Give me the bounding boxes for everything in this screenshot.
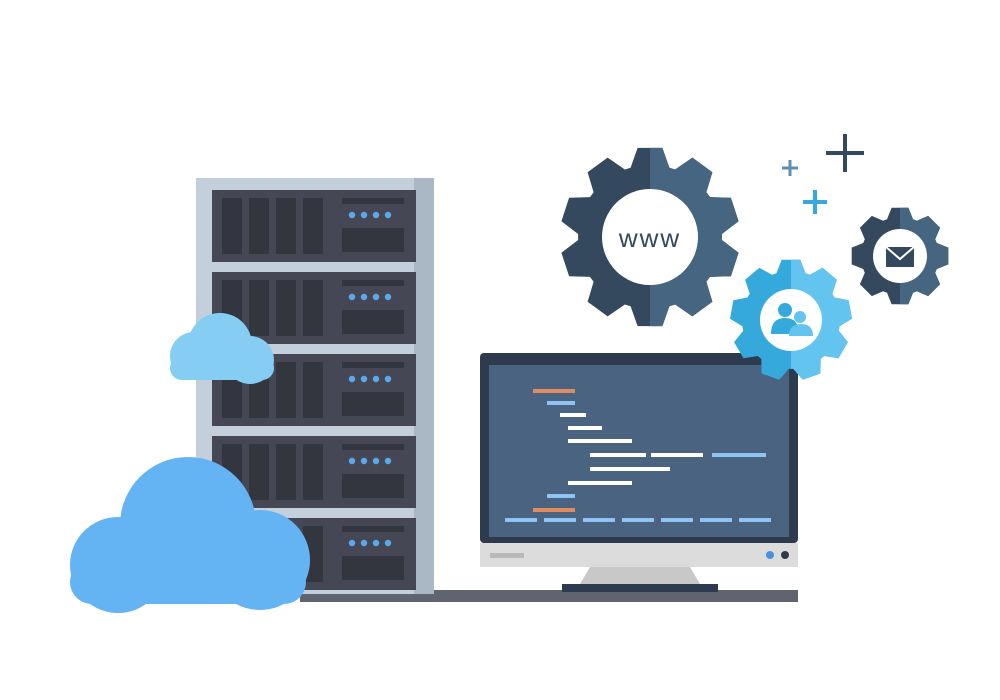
plus-icon: [803, 190, 827, 214]
plus-icon: [826, 134, 864, 172]
monitor-power-button: [781, 551, 789, 559]
server-panel-strip: [342, 198, 404, 204]
server-rack: [196, 178, 434, 594]
server-led: [360, 375, 368, 383]
server-bay: [342, 556, 404, 580]
code-line: [547, 494, 575, 498]
code-line: [583, 518, 615, 522]
server-panel-strip: [342, 444, 404, 450]
server-led: [360, 457, 368, 465]
code-line: [661, 518, 693, 522]
server-led: [372, 211, 380, 219]
server-led: [372, 539, 380, 547]
code-lines: [505, 389, 771, 522]
server-led: [372, 457, 380, 465]
server-bay: [342, 228, 404, 252]
server-drive-slot: [303, 280, 323, 336]
server-led: [384, 375, 392, 383]
server-drive-slot: [276, 198, 296, 254]
code-line: [739, 518, 771, 522]
server-led: [384, 457, 392, 465]
plus-icon: [782, 160, 798, 176]
monitor: [480, 353, 798, 592]
server-led: [360, 539, 368, 547]
code-line: [622, 518, 654, 522]
server-drive-slot: [276, 280, 296, 336]
server-led: [348, 375, 356, 383]
code-line: [560, 413, 586, 417]
server-bay: [342, 474, 404, 498]
monitor-chin: [480, 543, 798, 567]
server-panel-strip: [342, 362, 404, 368]
server-drive-slot: [303, 362, 323, 418]
server-panel-strip: [342, 526, 404, 532]
server-drive-slot: [303, 444, 323, 500]
server-led: [384, 539, 392, 547]
code-line: [533, 508, 575, 512]
code-line: [590, 453, 646, 457]
monitor-base: [562, 584, 718, 592]
server-drive-slot: [249, 280, 269, 336]
server-led: [348, 211, 356, 219]
server-drive-slot: [249, 198, 269, 254]
server-led: [348, 539, 356, 547]
server-led: [384, 293, 392, 301]
server-drive-slot: [222, 198, 242, 254]
server-led: [384, 211, 392, 219]
large-cloud: [70, 457, 310, 613]
code-line: [700, 518, 732, 522]
server-led: [348, 293, 356, 301]
code-line: [505, 518, 537, 522]
code-line: [568, 481, 632, 485]
web-gear: [561, 147, 739, 327]
gear-www-label: www: [618, 223, 681, 253]
envelope-icon: [885, 246, 915, 267]
code-line: [712, 453, 766, 457]
code-line: [568, 439, 632, 443]
monitor-stand: [580, 567, 700, 584]
small-cloud: [170, 313, 274, 384]
server-drive-slot: [249, 444, 269, 500]
monitor-chin-label: [490, 553, 524, 558]
code-line: [568, 426, 602, 430]
gear-hub: [602, 189, 698, 285]
server-led: [372, 293, 380, 301]
server-led: [372, 375, 380, 383]
code-line: [651, 453, 703, 457]
server-led: [360, 293, 368, 301]
monitor-power-led: [766, 551, 774, 559]
code-line: [547, 401, 575, 405]
users-icon: [771, 303, 813, 336]
code-line: [544, 518, 576, 522]
server-led: [360, 211, 368, 219]
server-bay: [342, 310, 404, 334]
code-line: [590, 467, 670, 471]
code-line: [533, 389, 575, 393]
rack-frame-shade: [414, 178, 434, 594]
server-panel-strip: [342, 280, 404, 286]
server-drive-slot: [276, 362, 296, 418]
server-bay: [342, 392, 404, 416]
server-led: [348, 457, 356, 465]
server-drive-slot: [276, 444, 296, 500]
server-drive-slot: [303, 198, 323, 254]
